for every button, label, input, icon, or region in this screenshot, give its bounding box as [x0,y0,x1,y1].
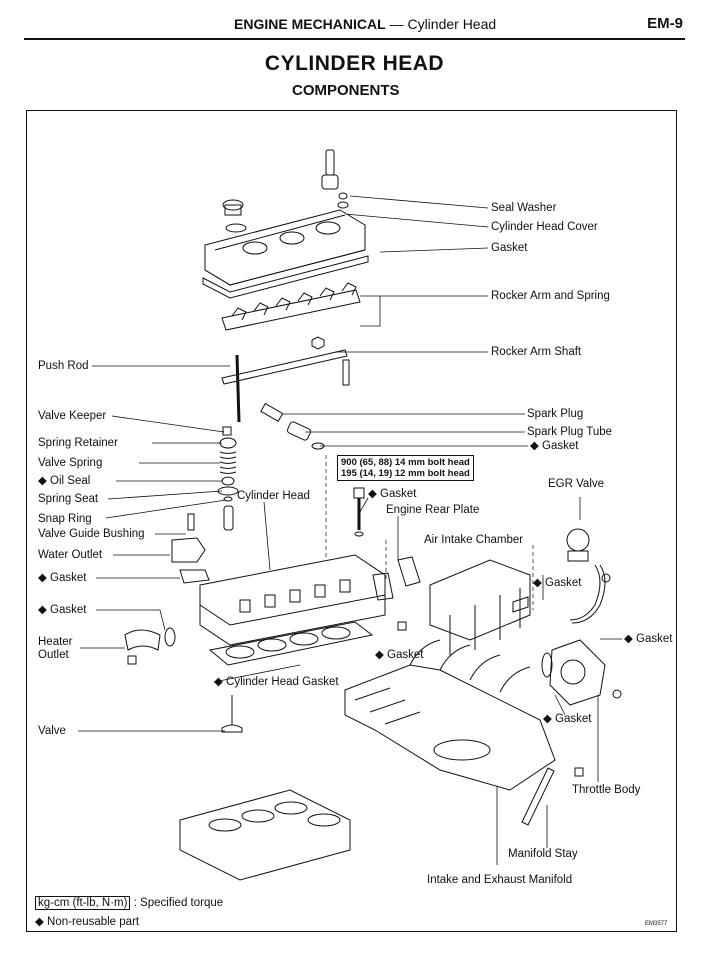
bolts [127,573,622,777]
label-valve: Valve [38,725,66,737]
dashed-lines [325,455,534,610]
figure-code: EM3577 [645,921,668,927]
heater-outlet [124,629,161,651]
manifold-stay [521,767,555,826]
label-egr-valve: EGR Valve [548,478,605,490]
label-intake-exhaust-manifold: Intake and Exhaust Manifold [427,874,573,886]
rocker-arm-assembly [221,282,361,331]
engine-block [179,789,351,881]
header-subsection: Cylinder Head [407,16,497,32]
throttle-body [541,639,606,706]
header-section: ENGINE MECHANICAL [234,16,386,32]
header-separator: — [385,16,408,32]
label-spark-plug-tube: Spark Plug Tube [527,426,613,438]
engine-rear-plate [397,556,421,587]
cylinder-head-cover [204,209,366,286]
label-throttle-body: Throttle Body [572,784,641,796]
shaft-nut [311,336,325,350]
label-heater-outlet-line1: Heater [38,636,73,648]
label-spring-seat: Spring Seat [38,493,99,505]
cover-gasket [202,255,369,299]
page-title: CYLINDER HEAD [264,52,445,75]
leader-lines [78,195,622,865]
legend-torque: kg-cm (ft-lb, N·m) : Specified torque [35,896,224,910]
label-heater-gasket: ◆ Gasket [38,604,87,616]
label-cylinder-head-gasket: ◆ Cylinder Head Gasket [214,676,339,688]
label-air-intake-chamber: Air Intake Chamber [424,534,524,546]
label-rocker-arm-shaft: Rocker Arm Shaft [491,346,582,358]
label-rocker-arm-spring: Rocker Arm and Spring [491,290,610,302]
heater-outlet-gasket [164,627,176,647]
label-valve-guide-bushing: Valve Guide Bushing [38,528,145,540]
torque-line-12mm: 195 (14, 19) 12 mm bolt head [341,468,470,479]
label-tube-gasket: ◆ Gasket [530,440,579,452]
label-water-gasket: ◆ Gasket [38,572,87,584]
cylinder-head [199,554,386,646]
label-push-rod: Push Rod [38,360,89,372]
label-oil-seal: ◆ Oil Seal [38,475,91,487]
torque-spec-box: 900 (65, 88) 14 mm bolt head 195 (14, 19… [337,455,474,481]
label-valve-keeper: Valve Keeper [38,410,107,422]
label-throttle-top-gasket: ◆ Gasket [624,633,673,645]
label-engine-rear-plate: Engine Rear Plate [386,504,480,516]
label-spark-plug: Spark Plug [527,408,584,420]
page-number: EM-9 [647,15,683,32]
label-snap-ring: Snap Ring [38,513,92,525]
air-intake-chamber [429,559,531,655]
head-bolt [353,487,365,537]
intake-exhaust-manifold [344,639,556,791]
label-throttle-bottom-gasket: ◆ Gasket [543,713,592,725]
label-water-outlet: Water Outlet [38,549,103,561]
cover-bolt [321,149,349,209]
cylinder-head-gasket [208,621,374,666]
label-manifold-stay: Manifold Stay [508,848,578,860]
label-heater-outlet-line2: Outlet [38,649,69,661]
label-manifold-gasket: ◆ Gasket [375,649,424,661]
shaft-bolt [342,359,350,386]
legend-non-reusable: ◆ Non-reusable part [35,916,140,928]
diagram-frame [26,110,677,932]
push-rod [235,354,241,423]
water-outlet [171,537,206,563]
header-title: ENGINE MECHANICAL — Cylinder Head [234,16,496,32]
oil-filler-cap [222,199,247,233]
page-subtitle: COMPONENTS [292,82,400,99]
egr-valve [566,528,606,624]
water-outlet-gasket [179,569,210,584]
valve [221,695,243,733]
rear-plate-gasket [372,572,394,601]
label-egr-gasket: ◆ Gasket [533,577,582,589]
label-rear-gasket: ◆ Gasket [368,488,417,500]
legend-torque-unit: kg-cm (ft-lb, N·m) [35,896,131,910]
label-cylinder-head: Cylinder Head [237,490,310,502]
label-spring-retainer: Spring Retainer [38,437,118,449]
rocker-arm-shaft [221,349,348,385]
label-cylinder-head-cover: Cylinder Head Cover [491,221,598,233]
legend-torque-desc: : Specified torque [133,897,224,909]
torque-line-14mm: 900 (65, 88) 14 mm bolt head [341,457,470,468]
label-cover-gasket: Gasket [491,242,528,254]
page-header: ENGINE MECHANICAL — Cylinder Head EM-9 [24,12,685,40]
spark-plug [260,402,325,450]
label-seal-washer: Seal Washer [491,202,557,214]
valve-parts [187,426,239,531]
label-valve-spring: Valve Spring [38,457,103,469]
